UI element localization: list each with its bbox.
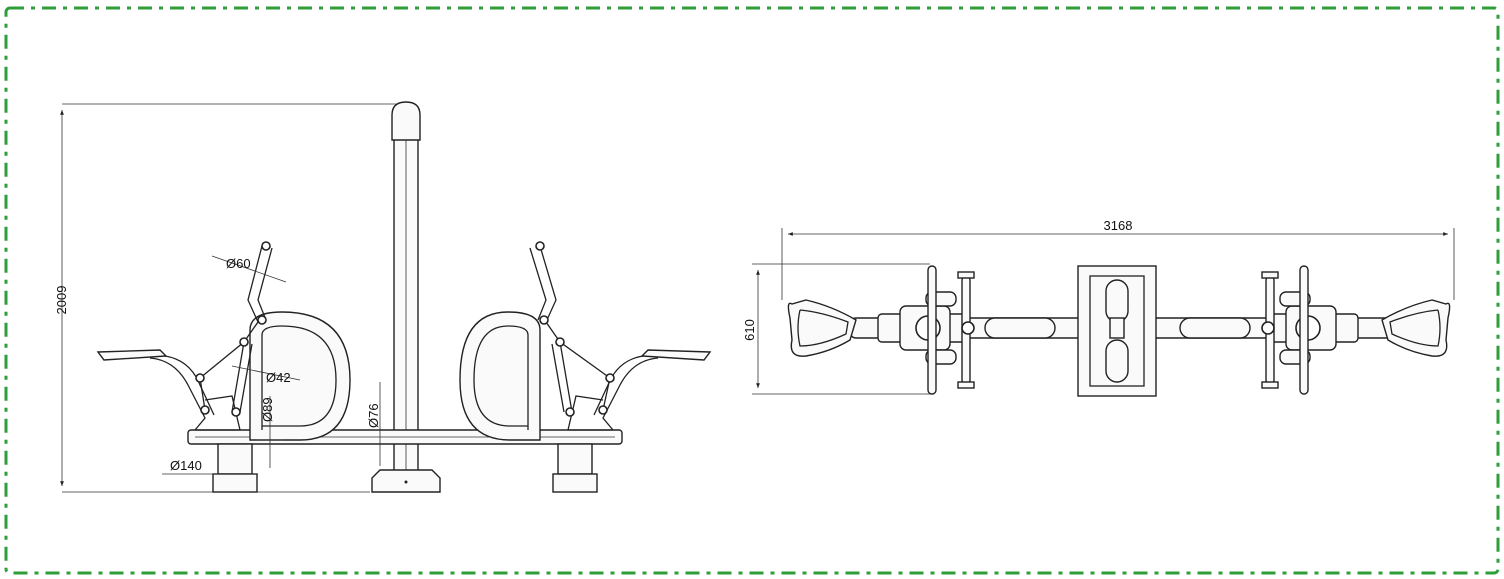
right-seat: [567, 349, 712, 431]
dia-upright-label: Ø89: [260, 397, 275, 422]
height-dimension: 2009: [54, 103, 400, 493]
central-post: [371, 101, 441, 493]
width-dim-label: 610: [742, 319, 757, 341]
right-linkage: [529, 241, 615, 417]
dia-handle-label: Ø60: [226, 256, 251, 271]
center-base-plate: [1077, 265, 1157, 397]
dia-foot-label: Ø140: [170, 458, 202, 473]
height-dim-label: 2009: [54, 286, 69, 315]
right-mechanism-top: [1261, 265, 1359, 395]
length-dim-label: 3168: [1104, 218, 1133, 233]
width-dimension: 610: [742, 263, 930, 395]
right-loop-frame: [459, 311, 541, 441]
left-linkage: [195, 241, 273, 417]
left-mechanism-top: [877, 265, 975, 395]
dia-arm-label: Ø42: [266, 370, 291, 385]
left-loop-frame: [249, 311, 351, 441]
right-seat-top: [1381, 299, 1451, 357]
top-view: 3168 610: [742, 218, 1455, 397]
sheet-border: [4, 6, 1500, 575]
dia-post-label: Ø76: [366, 403, 381, 428]
side-view: 2009: [54, 101, 712, 493]
left-seat: [96, 349, 241, 431]
left-seat-top: [787, 299, 857, 357]
diameter-callouts: Ø60 Ø42 Ø89 Ø76 Ø140: [162, 255, 381, 475]
